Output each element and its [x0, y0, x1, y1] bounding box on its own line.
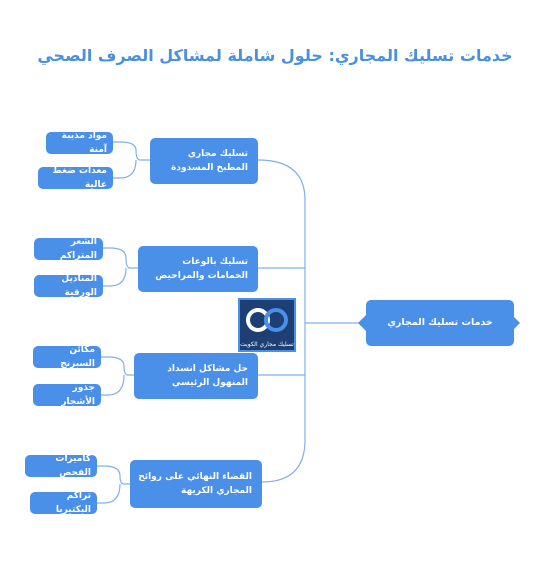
root-label: خدمات تسليك المجاري: [387, 317, 493, 328]
leaf-node: مواد مذيبة آمنة: [46, 131, 113, 155]
connector-leaf-4a: [97, 465, 130, 485]
connector-trunk-bottom: [261, 373, 306, 483]
root-arrow-icon: [512, 315, 520, 331]
branch-node-kitchen: تسليك مجاري المطبخ المسدودة: [150, 138, 258, 184]
leaf-node: جذور الأشجار: [33, 383, 101, 407]
branch-node-manhole: حل مشاكل انسداد المنهول الرئيسي: [134, 353, 258, 399]
connector-trunk-top: [257, 159, 306, 270]
page-title: خدمات تسليك المجاري: حلول شاملة لمشاكل ا…: [37, 46, 513, 65]
connector-leaf-3b: [101, 374, 125, 396]
logo-text: تسليك مجاري الكويت: [240, 341, 294, 348]
connector-leaf-4b: [97, 483, 121, 504]
company-logo: تسليك مجاري الكويت: [238, 298, 296, 352]
connector-leaf-3a: [101, 356, 134, 376]
branch-node-odors: القضاء النهائي على روائح المجاري الكريهة: [130, 460, 262, 508]
leaf-node: معدات ضغط عالية: [38, 166, 113, 190]
leaf-node: كاميرات الفحص: [25, 454, 97, 478]
connector-leaf-1a: [113, 141, 150, 161]
connector-leaf-2a: [103, 247, 138, 269]
root-arrow-left-icon: [358, 315, 366, 331]
connector-leaf-2b: [103, 267, 127, 287]
leaf-node: تراكم البكتيريا: [30, 491, 97, 515]
leaf-node: المناديل الورقية: [34, 274, 103, 298]
connector-leaf-1b: [113, 159, 137, 179]
leaf-node: الشعر المتراكم: [34, 237, 103, 261]
infinity-logo-icon: [246, 308, 288, 332]
root-node: خدمات تسليك المجاري: [366, 300, 514, 346]
branch-node-bathrooms: تسليك بالوعات الحمامات والمراحيض: [138, 246, 258, 292]
leaf-node: مكائن السبرنج: [33, 345, 101, 369]
